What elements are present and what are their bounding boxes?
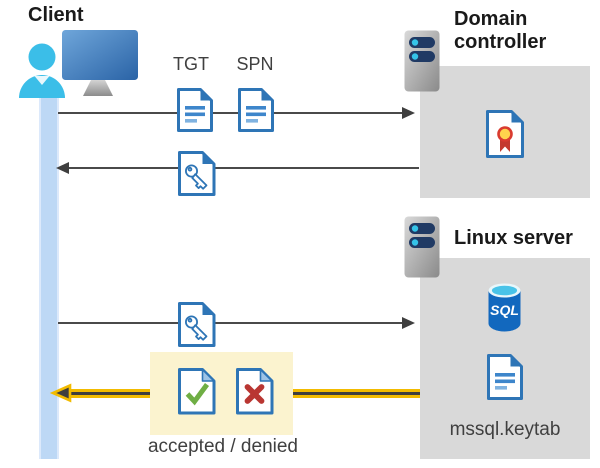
arrow-dc-to-client-line xyxy=(68,167,419,169)
sql-badge-text: SQL xyxy=(490,302,519,318)
client-lifeline xyxy=(39,92,59,459)
ticket-key-document-icon xyxy=(178,151,216,196)
domain-controller-label: Domain controller xyxy=(454,8,547,53)
spn-document-icon xyxy=(238,88,274,132)
linux-server-label: Linux server xyxy=(454,227,573,249)
arrow-client-to-dc-line xyxy=(58,112,404,114)
keytab-file-label: mssql.keytab xyxy=(449,419,561,440)
spn-label: SPN xyxy=(236,54,274,74)
result-label: accepted / denied xyxy=(147,436,298,457)
service-ticket-key-document-icon xyxy=(178,302,216,347)
tgt-label: TGT xyxy=(173,54,209,74)
denied-document-icon xyxy=(236,368,274,415)
arrow-client-to-linux-line xyxy=(58,322,404,324)
arrow-client-to-linux-head xyxy=(402,317,415,329)
arrow-result-to-client-head xyxy=(49,383,72,403)
sql-database-icon: SQL xyxy=(488,283,521,332)
keytab-document-icon xyxy=(487,354,523,400)
client-label: Client xyxy=(28,4,84,26)
arrow-client-to-dc-head xyxy=(402,107,415,119)
tgt-document-icon xyxy=(177,88,213,132)
accepted-document-icon xyxy=(178,368,216,415)
client-user-icon xyxy=(19,30,138,98)
domain-controller-server-icon xyxy=(404,30,440,92)
arrow-dc-to-client-head xyxy=(56,162,69,174)
linux-server-icon xyxy=(404,216,440,278)
certificate-icon xyxy=(486,110,524,158)
